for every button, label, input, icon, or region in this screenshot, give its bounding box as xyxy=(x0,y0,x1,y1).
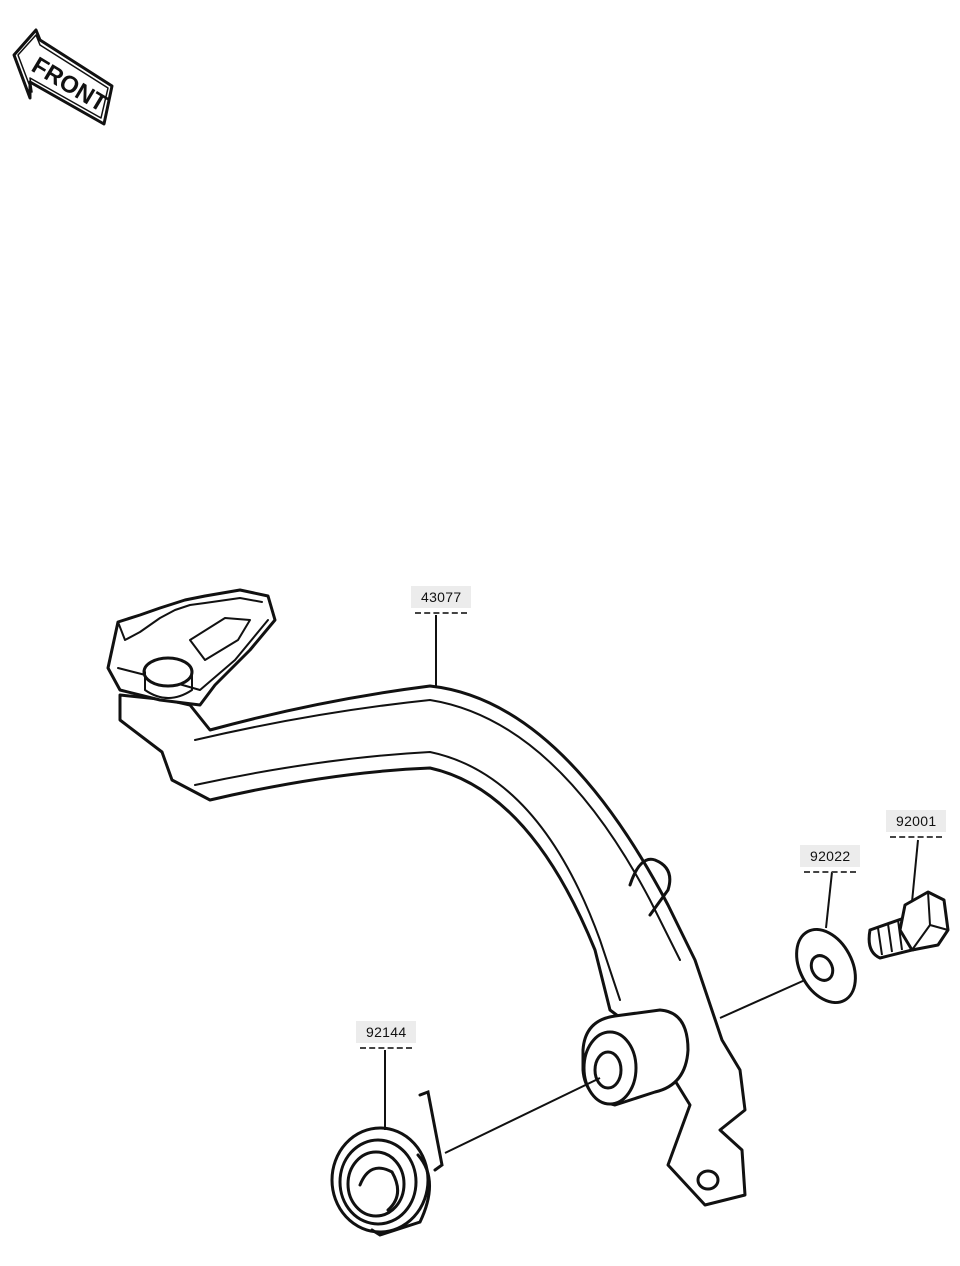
part-number-label-43077: 43077 xyxy=(411,586,472,614)
pedal-cable-clip xyxy=(628,857,672,917)
part-number-label-92144: 92144 xyxy=(356,1021,417,1049)
part-number-label-92022: 92022 xyxy=(800,845,861,873)
front-direction-badge: FRONT xyxy=(12,28,114,126)
washer-part xyxy=(795,927,857,1005)
assembly-lines xyxy=(384,615,919,1154)
return-spring-part xyxy=(330,1089,444,1237)
part-number-label-92001: 92001 xyxy=(886,810,947,838)
brake-pedal-part xyxy=(106,588,747,1207)
pedal-arm xyxy=(118,684,747,1207)
front-arrow-icon xyxy=(12,28,114,126)
bolt-part xyxy=(867,890,950,960)
